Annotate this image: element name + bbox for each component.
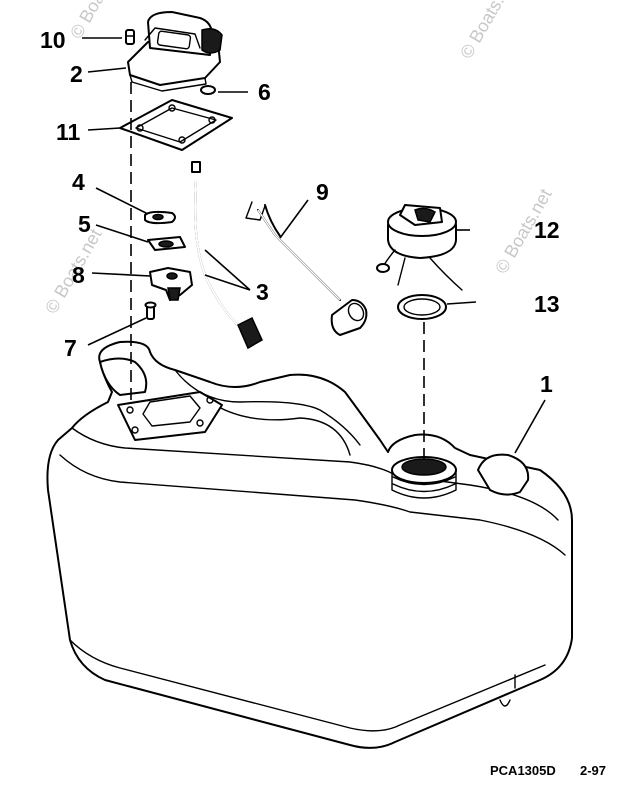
diagram-date: 2-97: [580, 763, 606, 778]
fuel-pickup-tube: [191, 161, 263, 350]
callout-4: 4: [72, 169, 85, 195]
callout-7: 7: [64, 335, 77, 361]
callout-12: 12: [534, 217, 560, 243]
hose-clamp-bracket: [149, 267, 193, 301]
fuel-cap: [376, 204, 463, 291]
callout-2: 2: [70, 61, 83, 87]
assembly-lines: [130, 82, 425, 460]
callout-6: 6: [258, 79, 271, 105]
cap-o-ring: [397, 294, 447, 320]
small-o-ring: [200, 85, 216, 95]
callout-10: 10: [40, 27, 66, 53]
fuel-connector-housing: [127, 11, 223, 92]
callout-3: 3: [256, 279, 269, 305]
bracket-screw: [144, 301, 157, 320]
callout-labels: 10 2 6 11 4 5 8 3 7 9 12 13 1: [40, 27, 560, 397]
callout-13: 13: [534, 291, 560, 317]
callout-11: 11: [56, 119, 81, 145]
callout-5: 5: [78, 211, 91, 237]
fuel-gauge-float: [245, 201, 368, 336]
diagram-code: PCA1305D: [490, 763, 556, 778]
fuel-tank: [46, 340, 573, 749]
leader-lines: [82, 37, 546, 454]
connector-gasket: [119, 99, 233, 151]
callout-1: 1: [540, 371, 553, 397]
gauge-gasket: [147, 236, 186, 251]
connector-screw: [125, 29, 135, 45]
watermark-top-right: © Boats.net: [456, 0, 520, 62]
watermark-top-center: © Boats.net: [66, 0, 130, 42]
callout-9: 9: [316, 179, 329, 205]
retainer-clip: [144, 210, 176, 225]
callout-8: 8: [72, 262, 85, 288]
